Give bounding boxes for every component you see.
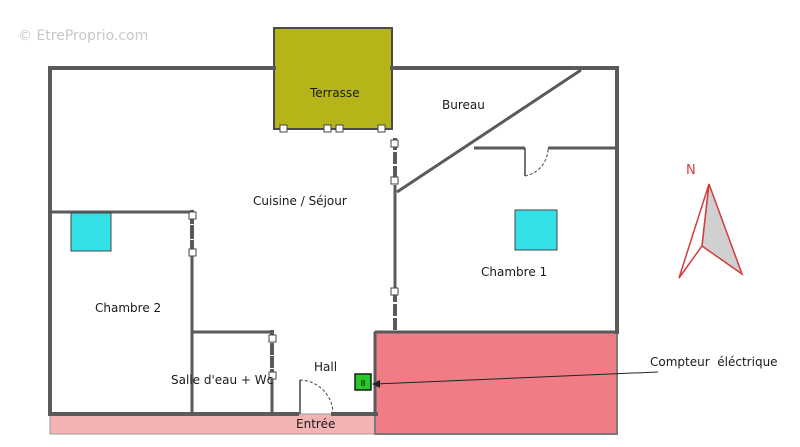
label-entree: Entrée [296, 417, 335, 431]
watermark: © EtreProprio.com [18, 28, 148, 44]
label-hall: Hall [314, 360, 337, 374]
wall-node [268, 334, 277, 343]
compteur-marker [354, 373, 372, 391]
wall-node [268, 371, 277, 380]
wall-node [390, 139, 399, 148]
chambre1-door-swing [524, 147, 549, 177]
bureau-diagonal-wall [396, 68, 582, 194]
exterior-wall-left-top [48, 66, 276, 416]
label-terrasse: Terrasse [309, 86, 360, 100]
compteur-arrowhead [372, 380, 380, 388]
compteur-leader-line [375, 371, 659, 385]
wall-node [390, 287, 399, 296]
wall-node [390, 176, 399, 185]
wall-node [335, 124, 344, 133]
terrasse-area [273, 27, 393, 130]
exterior-wall-right [390, 66, 619, 334]
compteur-marker-label: 8 [360, 379, 365, 388]
chambre2-window [70, 212, 112, 252]
label-cuisine-sejour: Cuisine / Séjour [253, 194, 347, 208]
label-compteur: Compteur éléctrique [650, 355, 778, 369]
wall-node [188, 248, 197, 257]
label-chambre1: Chambre 1 [481, 265, 547, 279]
compass-icon [678, 183, 744, 279]
label-salle-eau: Salle d'eau + Wc [171, 373, 273, 387]
label-chambre2: Chambre 2 [95, 301, 161, 315]
wall-node [279, 124, 288, 133]
wall-node [377, 124, 386, 133]
label-bureau: Bureau [442, 98, 485, 112]
wall-node [323, 124, 332, 133]
chambre1-window [514, 209, 558, 251]
wall-node [188, 211, 197, 220]
entree-door-swing [299, 379, 334, 413]
pink-zone [374, 331, 618, 435]
compass-north-label: N [686, 163, 696, 178]
